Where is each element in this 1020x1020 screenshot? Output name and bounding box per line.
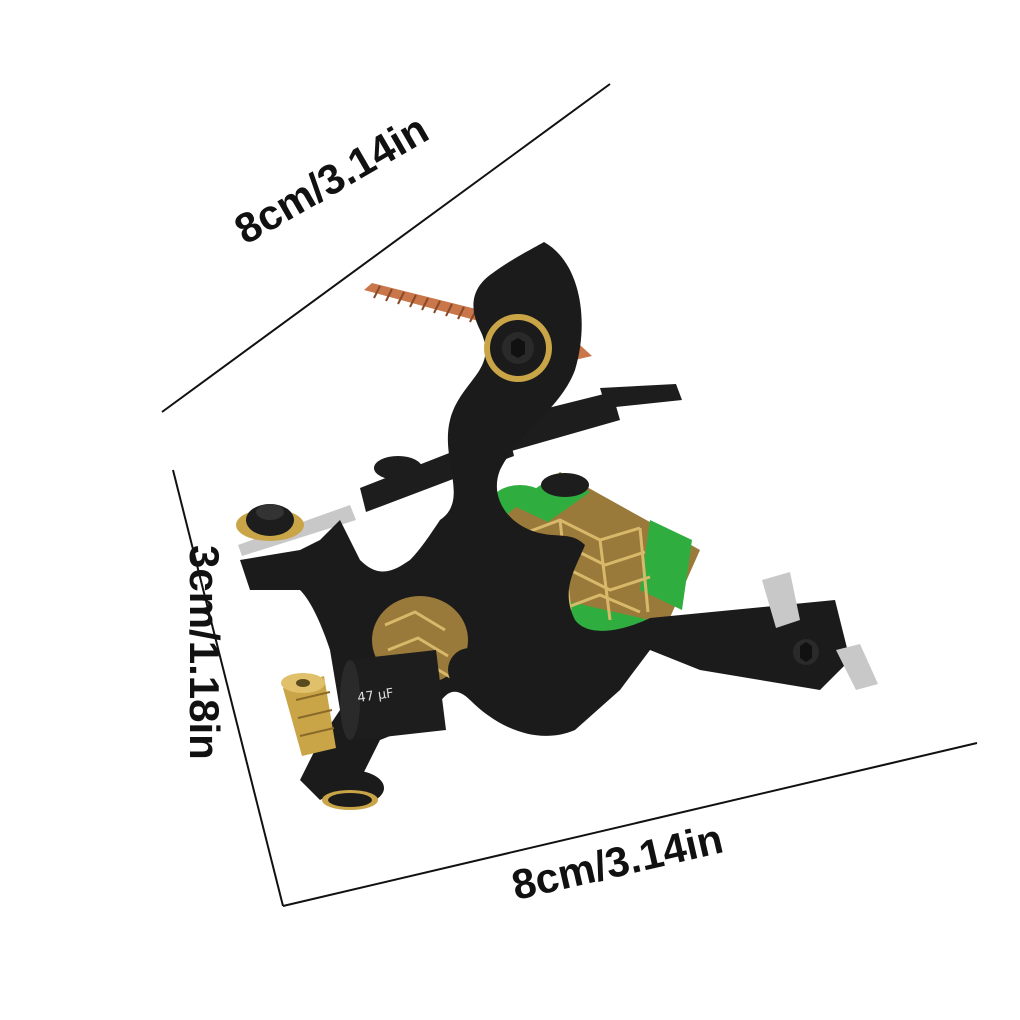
capacitor: 47 µF (340, 648, 492, 740)
bottom-nut (316, 770, 384, 810)
frame-grommet (484, 314, 552, 382)
dimension-line-top (161, 83, 611, 413)
dimension-line-left (172, 469, 284, 907)
rear-binding-post (236, 456, 422, 541)
capacitor-marking: 47 µF (356, 686, 394, 706)
front-binding-post (281, 673, 336, 756)
tube-vise (762, 572, 878, 690)
dimension-label-left: 3cm/1.18in (181, 545, 228, 760)
tattoo-machine: 47 µF (236, 242, 878, 810)
dimension-line-bottom (282, 742, 978, 907)
